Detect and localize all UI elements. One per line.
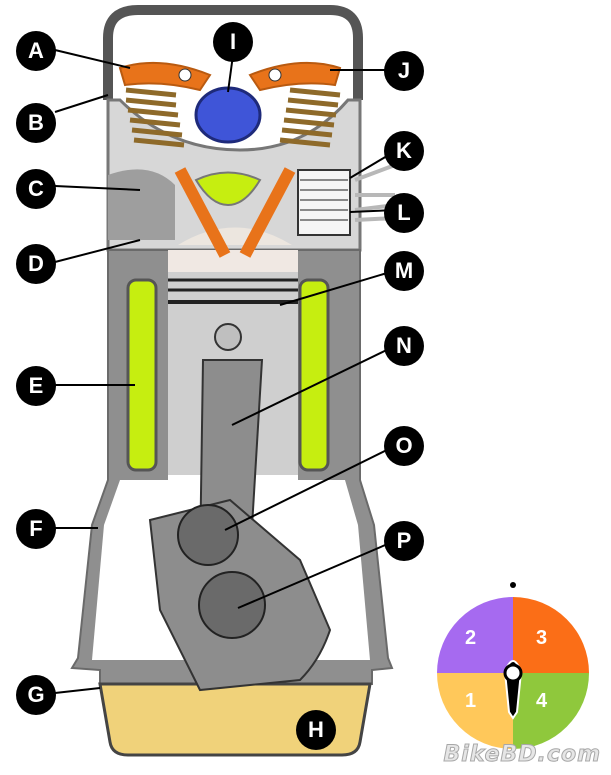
leader-c <box>54 185 141 191</box>
leader-d <box>54 239 141 263</box>
valve-spring-right <box>279 87 341 148</box>
leader-g <box>54 687 101 694</box>
rocker-pivot-left <box>178 68 192 82</box>
leader-a <box>54 49 131 69</box>
leader-lines <box>54 49 398 694</box>
dial-quadrant-3 <box>513 597 589 673</box>
dial-quadrant-4 <box>513 673 589 749</box>
valve-spring-left <box>125 87 185 148</box>
leader-p <box>237 539 398 609</box>
piston-crown <box>168 250 298 272</box>
label-f: F <box>16 509 56 549</box>
spark-plug-wire <box>354 163 396 222</box>
rocker-arm-right <box>248 61 342 92</box>
intake-port <box>108 169 175 240</box>
crank-pin <box>177 504 239 566</box>
label-h: H <box>296 710 336 750</box>
stroke-dial <box>437 582 589 749</box>
crankshaft <box>198 571 266 639</box>
label-l: L <box>384 193 424 233</box>
label-n: N <box>384 326 424 366</box>
leader-n <box>231 344 398 426</box>
dial-center <box>503 663 523 683</box>
label-p: P <box>384 521 424 561</box>
spark-plug-threads <box>300 179 348 221</box>
label-a: A <box>16 31 56 71</box>
rocker-pivot-right <box>268 68 282 82</box>
valve-cover <box>103 5 363 100</box>
watermark-text: BikeBD.com <box>443 742 601 768</box>
leader-b <box>54 94 109 113</box>
wrist-pin <box>214 323 242 351</box>
dial-number-2: 2 <box>465 627 477 649</box>
dial-number-1: 1 <box>465 690 477 712</box>
label-e: E <box>16 366 56 406</box>
coolant-jacket-right <box>298 278 330 472</box>
label-b: B <box>16 103 56 143</box>
dial-quadrant-2 <box>437 597 513 673</box>
label-o: O <box>384 426 424 466</box>
dial-number-3: 3 <box>536 627 548 649</box>
intake-valve <box>174 167 231 258</box>
exhaust-valve <box>239 167 296 258</box>
label-g: G <box>16 675 56 715</box>
camshaft <box>194 86 262 144</box>
dial-number-4: 4 <box>536 690 548 712</box>
dial-quadrant-1 <box>437 673 513 749</box>
coolant-jacket-left <box>126 278 158 472</box>
label-j: J <box>384 51 424 91</box>
spark-plug-body <box>297 169 351 236</box>
dial-top-dot <box>510 582 516 588</box>
leader-m <box>279 269 398 306</box>
cam-lobe <box>194 171 262 207</box>
label-i: I <box>213 22 253 62</box>
label-c: C <box>16 169 56 209</box>
label-d: D <box>16 244 56 284</box>
rocker-arm-left <box>118 61 212 92</box>
label-m: M <box>384 251 424 291</box>
leader-o <box>224 444 398 531</box>
label-k: K <box>384 131 424 171</box>
